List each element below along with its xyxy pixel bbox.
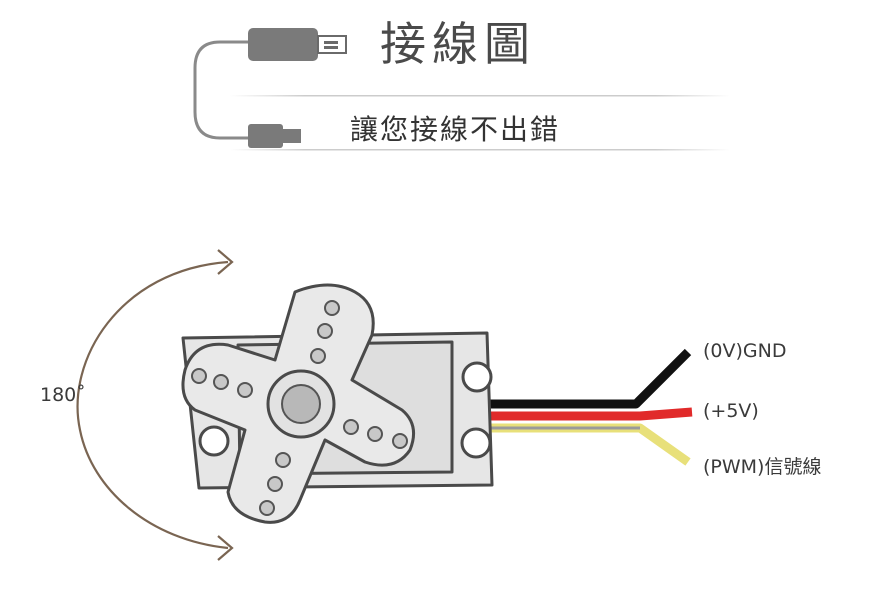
rotation-arrow-icon [76, 249, 234, 561]
wire-label-gnd: (0V)GND [703, 340, 787, 362]
page-title: 接線圖 [380, 17, 536, 71]
rotation-angle-label: 180˚ [40, 384, 86, 406]
wire-label-pwm: (PWM)信號線 [703, 456, 822, 478]
usb-cable-icon [193, 28, 347, 148]
servo-wires [490, 348, 693, 466]
header-divider [230, 95, 730, 97]
subtitle-divider [230, 149, 730, 151]
servo-motor-icon [181, 283, 494, 524]
wire-vcc [490, 407, 693, 421]
wire-gnd [490, 348, 692, 409]
page-subtitle: 讓您接線不出錯 [350, 113, 561, 146]
wire-pwm [490, 423, 691, 466]
wire-label-vcc: (+5V) [703, 400, 759, 422]
